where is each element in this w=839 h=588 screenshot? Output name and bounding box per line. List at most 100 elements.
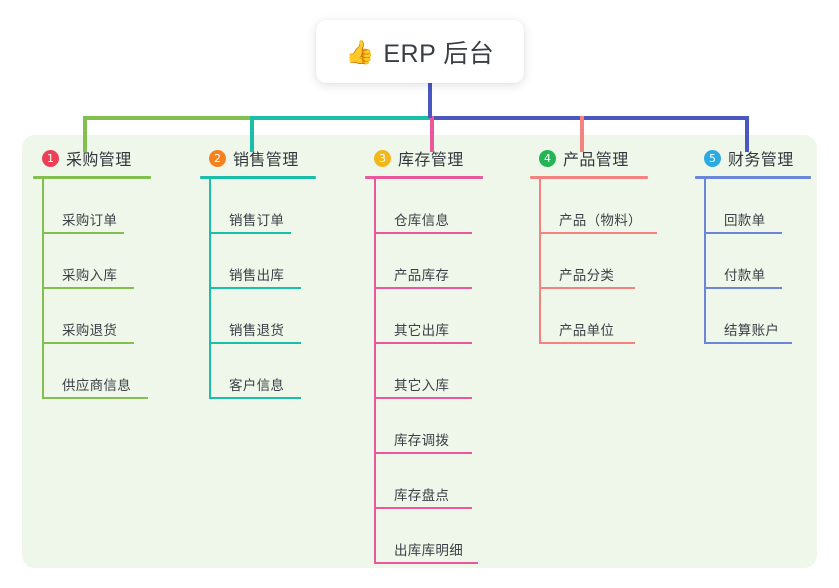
branch-items-list: 销售订单销售出库销售退货客户信息 — [209, 179, 352, 399]
branch-item-rule — [374, 452, 472, 454]
branch-item-label: 其它出库 — [394, 323, 450, 338]
branch-item-rule — [539, 342, 635, 344]
branch-item-label: 仓库信息 — [394, 213, 450, 228]
branch-spine-connector — [704, 179, 706, 344]
branches-panel — [22, 135, 817, 568]
branch-item[interactable]: 其它入库 — [374, 344, 525, 399]
root-node-card[interactable]: 👍 ERP 后台 — [316, 20, 524, 83]
branch-item-label: 销售订单 — [229, 213, 285, 228]
branch-item[interactable]: 回款单 — [704, 179, 817, 234]
branch-items-list: 回款单付款单结算账户 — [704, 179, 817, 344]
drop-purchase — [83, 116, 87, 152]
branch-item[interactable]: 结算账户 — [704, 289, 817, 344]
branch-item-label: 客户信息 — [229, 378, 285, 393]
branch-item[interactable]: 销售出库 — [209, 234, 352, 289]
branch-number-badge: 3 — [374, 149, 391, 167]
branch-spine-connector — [539, 179, 541, 344]
branch-spine-connector — [42, 179, 44, 399]
branch-item-rule — [539, 287, 635, 289]
branch-header-rule — [695, 176, 811, 179]
branch-item-rule — [704, 342, 792, 344]
branch-item[interactable]: 产品单位 — [539, 289, 690, 344]
branch-item[interactable]: 客户信息 — [209, 344, 352, 399]
branch-item-label: 出库库明细 — [394, 543, 463, 558]
branch-item-rule — [704, 232, 782, 234]
branch-item-label: 产品分类 — [559, 268, 615, 283]
drop-finance — [745, 116, 749, 152]
branch-header-rule — [200, 176, 316, 179]
branch-item[interactable]: 库存盘点 — [374, 454, 525, 509]
branch-item[interactable]: 产品分类 — [539, 234, 690, 289]
branch-item-rule — [209, 287, 301, 289]
branch-column-5: 5 财务管理回款单付款单结算账户 — [695, 146, 817, 344]
branch-item-rule — [374, 342, 472, 344]
branch-number-badge: 1 — [42, 149, 59, 167]
branch-item[interactable]: 付款单 — [704, 234, 817, 289]
branch-item[interactable]: 出库库明细 — [374, 509, 525, 564]
thumbs-up-icon: 👍 — [345, 39, 375, 65]
branch-item-rule — [374, 507, 472, 509]
branch-item-rule — [209, 397, 301, 399]
branch-header-4[interactable]: 4 产品管理 — [530, 146, 690, 170]
branch-number-badge: 5 — [704, 149, 721, 167]
branch-spine-connector — [209, 179, 211, 399]
branch-item[interactable]: 销售退货 — [209, 289, 352, 344]
branch-item[interactable]: 产品（物料） — [539, 179, 690, 234]
root-node-label: ERP 后台 — [383, 39, 495, 68]
branch-item-rule — [42, 287, 134, 289]
branch-item-label: 采购订单 — [62, 213, 118, 228]
branch-title: 产品管理 — [563, 152, 629, 169]
branch-title: 库存管理 — [398, 152, 464, 169]
branch-item-label: 回款单 — [724, 213, 766, 228]
drop-sales — [250, 116, 254, 152]
branch-header-5[interactable]: 5 财务管理 — [695, 146, 817, 170]
branch-item-label: 产品库存 — [394, 268, 450, 283]
branch-column-4: 4 产品管理产品（物料） 产品分类产品单位 — [530, 146, 690, 344]
branch-items-list: 产品（物料） 产品分类产品单位 — [539, 179, 690, 344]
branch-item[interactable]: 库存调拨 — [374, 399, 525, 454]
branch-item[interactable]: 销售订单 — [209, 179, 352, 234]
branch-item[interactable]: 采购订单 — [42, 179, 185, 234]
branch-item-rule — [209, 342, 301, 344]
branch-item-rule — [539, 232, 657, 234]
drop-inventory — [430, 116, 434, 152]
branch-header-rule — [33, 176, 151, 179]
branch-item-label: 库存盘点 — [394, 488, 450, 503]
branch-item-rule — [374, 397, 472, 399]
bus-segment-green — [83, 116, 250, 120]
bus-segment-teal — [250, 116, 430, 120]
branch-item-label: 产品单位 — [559, 323, 615, 338]
branch-item-label: 结算账户 — [724, 323, 780, 338]
branch-item-label: 销售出库 — [229, 268, 285, 283]
branch-item[interactable]: 采购退货 — [42, 289, 185, 344]
branch-item-rule — [374, 232, 472, 234]
branch-header-3[interactable]: 3 库存管理 — [365, 146, 525, 170]
branch-item[interactable]: 采购入库 — [42, 234, 185, 289]
branch-items-list: 采购订单采购入库采购退货供应商信息 — [42, 179, 185, 399]
branch-title: 财务管理 — [728, 152, 794, 169]
branch-item-label: 付款单 — [724, 268, 766, 283]
branch-item-label: 产品（物料） — [559, 213, 642, 228]
branch-item-rule — [209, 232, 291, 234]
branch-item[interactable]: 产品库存 — [374, 234, 525, 289]
branch-item-label: 采购退货 — [62, 323, 118, 338]
branch-title: 销售管理 — [233, 152, 299, 169]
branch-item-label: 供应商信息 — [62, 378, 131, 393]
branch-item-label: 库存调拨 — [394, 433, 450, 448]
branch-item-rule — [704, 287, 782, 289]
branch-header-rule — [365, 176, 483, 179]
branch-column-3: 3 库存管理仓库信息产品库存其它出库其它入库库存调拨库存盘点出库库明细 — [365, 146, 525, 564]
branch-number-badge: 4 — [539, 149, 556, 167]
branch-item[interactable]: 其它出库 — [374, 289, 525, 344]
branch-item-label: 其它入库 — [394, 378, 450, 393]
branch-item-rule — [374, 287, 472, 289]
branch-item-label: 销售退货 — [229, 323, 285, 338]
branch-item[interactable]: 供应商信息 — [42, 344, 185, 399]
branch-item-label: 采购入库 — [62, 268, 118, 283]
branch-item[interactable]: 仓库信息 — [374, 179, 525, 234]
branch-items-list: 仓库信息产品库存其它出库其它入库库存调拨库存盘点出库库明细 — [374, 179, 525, 564]
